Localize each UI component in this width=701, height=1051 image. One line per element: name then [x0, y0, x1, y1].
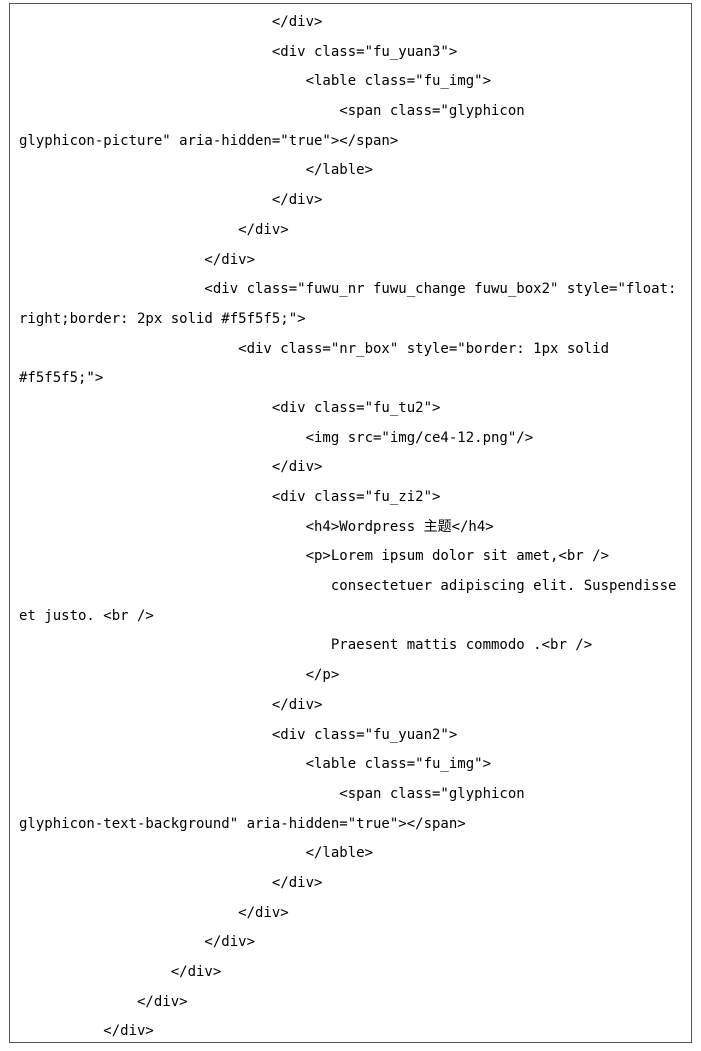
code-listing: </div> <div class="fu_yuan3"> <lable cla…	[19, 8, 677, 1042]
code-line: </div>	[19, 934, 256, 951]
code-line: </div>	[19, 964, 222, 980]
code-line: </div>	[19, 1023, 154, 1040]
code-line: <div class="nr_box" style="border: 1px s…	[19, 340, 610, 357]
code-line: <lable class="fu_img">	[19, 73, 492, 90]
code-line: </div>	[19, 221, 289, 238]
code-line: glyphicon-picture" aria-hidden="true"></…	[19, 132, 399, 149]
code-line: </p>	[19, 667, 340, 684]
code-line: </div>	[19, 696, 323, 713]
code-line: <h4>Wordpress 主题</h4>	[19, 518, 494, 535]
code-line: <p>Lorem ipsum dolor sit amet,<br />	[19, 548, 610, 565]
code-line: <div class="fu_tu2">	[19, 399, 441, 416]
code-line: </lable>	[19, 845, 374, 862]
code-listing-frame: </div> <div class="fu_yuan3"> <lable cla…	[9, 3, 692, 1043]
code-line: <div class="fu_yuan2">	[19, 726, 458, 743]
code-line: <div class="fu_yuan3">	[19, 43, 458, 60]
code-line: et justo. <br />	[19, 607, 154, 624]
code-line: #f5f5f5;">	[19, 370, 104, 387]
code-line: </div>	[19, 874, 323, 891]
code-line: </div>	[19, 904, 289, 921]
code-line: </lable>	[19, 162, 374, 179]
code-line: <span class="glyphicon	[19, 785, 525, 802]
code-line: <lable class="fu_img">	[19, 756, 492, 773]
code-line: </div>	[19, 192, 323, 209]
code-line: <span class="glyphicon	[19, 103, 525, 120]
code-line: </div>	[19, 993, 188, 1010]
code-line: <div class="fuwu_nr fuwu_change fuwu_box…	[19, 281, 677, 298]
code-line: </div>	[19, 251, 256, 268]
code-line: <img src="img/ce4-12.png"/>	[19, 429, 534, 446]
code-line: </div>	[19, 14, 323, 30]
code-line: consectetuer adipiscing elit. Suspendiss…	[19, 578, 677, 595]
code-line: Praesent mattis commodo .<br />	[19, 637, 593, 654]
code-line: </div>	[19, 459, 323, 476]
code-line: right;border: 2px solid #f5f5f5;">	[19, 310, 306, 327]
code-line: <div class="fu_zi2">	[19, 489, 441, 505]
code-line: glyphicon-text-background" aria-hidden="…	[19, 815, 466, 832]
